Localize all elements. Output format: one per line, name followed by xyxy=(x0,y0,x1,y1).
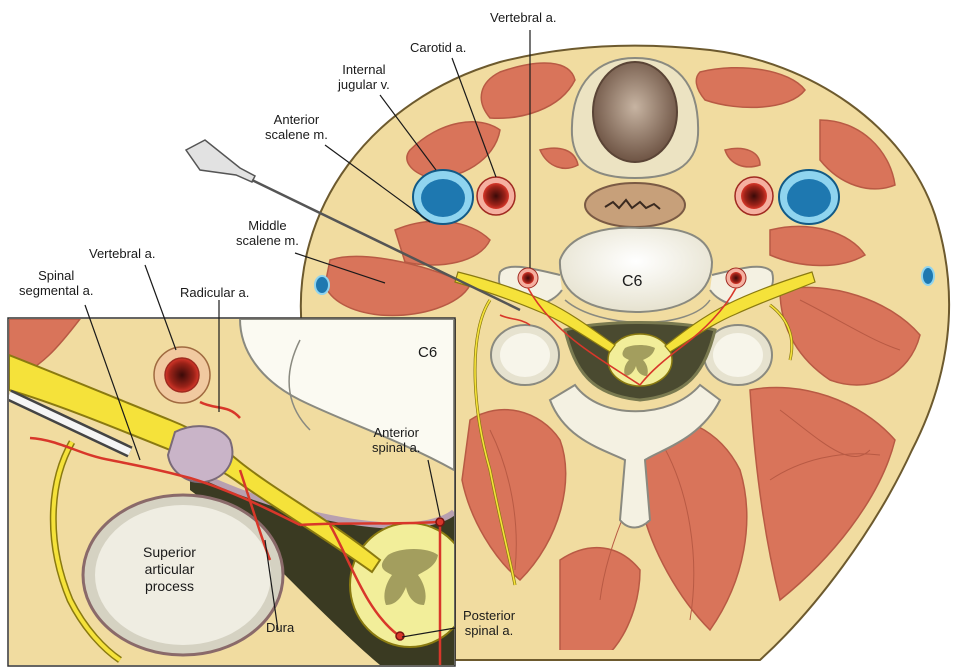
label-superior-articular-process: Superior articular process xyxy=(143,544,196,595)
trachea xyxy=(572,58,698,178)
label-spinal-segmental-artery: Spinal segmental a. xyxy=(19,268,93,298)
label-c6-inset: C6 xyxy=(418,345,437,360)
label-radicular-artery: Radicular a. xyxy=(180,285,249,300)
label-posterior-spinal-artery: Posterior spinal a. xyxy=(463,608,515,638)
label-carotid-artery: Carotid a. xyxy=(410,40,466,55)
label-anterior-scalene-muscle: Anterior scalene m. xyxy=(265,112,328,142)
label-vertebral-artery-top: Vertebral a. xyxy=(490,10,557,25)
label-internal-jugular-vein: Internal jugular v. xyxy=(338,62,390,92)
label-middle-scalene-muscle: Middle scalene m. xyxy=(236,218,299,248)
label-vertebral-artery-inset: Vertebral a. xyxy=(89,246,156,261)
esophagus xyxy=(585,183,685,227)
detail-inset xyxy=(8,318,470,666)
label-anterior-spinal-artery: Anterior spinal a. xyxy=(372,425,420,455)
label-c6-main: C6 xyxy=(622,274,642,289)
label-dura: Dura xyxy=(266,620,294,635)
